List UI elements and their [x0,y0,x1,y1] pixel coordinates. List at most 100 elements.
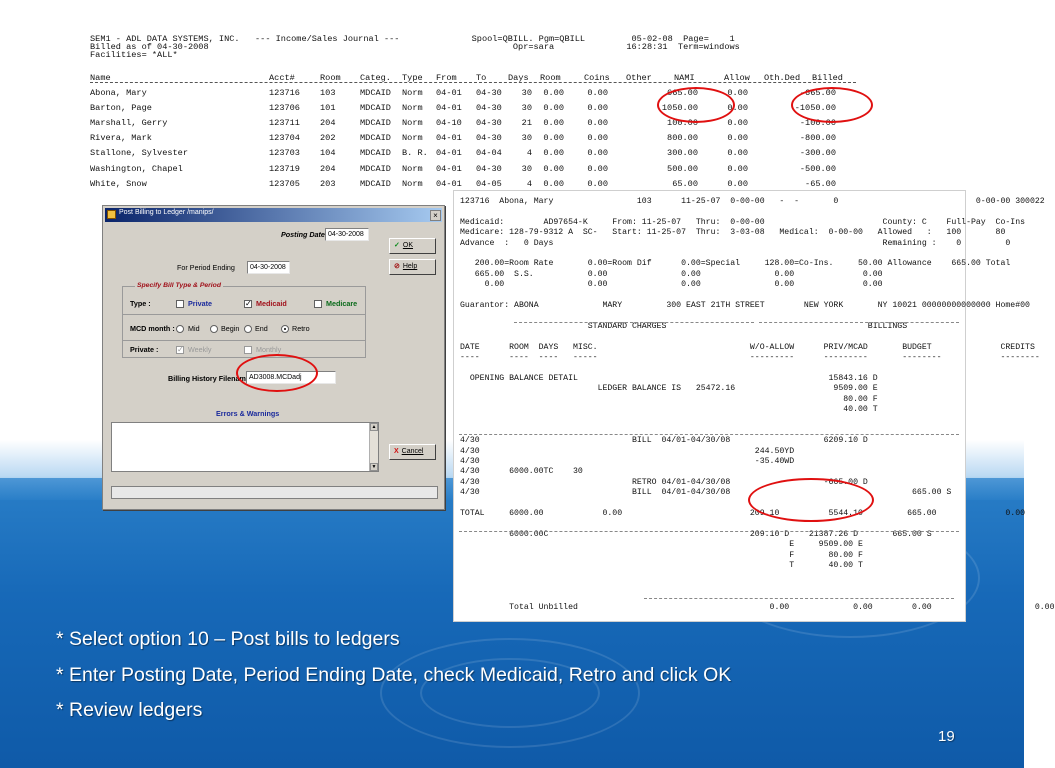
journal-cell: 123706 [269,103,300,114]
app-icon [107,210,116,219]
bill-type-group [122,286,366,358]
journal-cell: 04-04 [476,148,502,159]
journal-cell: 0.00 [587,118,608,129]
journal-cell: 04-30 [476,163,502,174]
journal-cell: 04-30 [476,133,502,144]
dialog-titlebar[interactable]: Post Billing to Ledger /manips/ [105,208,442,222]
annotation-oval-retro-ledger [748,478,874,522]
private-label: Private [188,299,212,308]
ledger-line: Advance : 0 Days Remaining : 0 0 [460,238,1011,248]
posting-date-input[interactable]: 04-30-2008 [325,228,369,241]
ledger-line: Guarantor: ABONA MARY 300 EAST 21TH STRE… [460,301,1030,310]
journal-cell: 104 [320,148,336,159]
journal-cell: 21 [521,118,532,129]
journal-cell: 04-01 [436,163,462,174]
scroll-up-arrow[interactable]: ▲ [370,423,378,431]
ledger-divider [459,434,959,435]
journal-cell: 4 [526,178,532,189]
journal-cell: 0.00 [727,103,748,114]
journal-cell: -800.00 [799,133,836,144]
journal-cell: Norm [402,88,423,98]
journal-divider [90,82,856,83]
journal-column-header: Oth.Ded [764,73,801,83]
journal-cell: Norm [402,178,423,189]
journal-cell: 0.00 [727,88,748,98]
journal-column-header: NAMI [674,73,695,83]
journal-column-header: Type [402,73,423,83]
journal-cell: MDCAID [360,88,391,98]
errors-scrollbar[interactable]: ▲ ▼ [369,423,378,471]
journal-cell: -300.00 [799,148,836,159]
begin-radio[interactable] [210,325,218,333]
journal-cell: 04-01 [436,103,462,114]
weekly-checkbox[interactable]: ✓ [176,345,184,354]
retro-radio[interactable] [281,325,289,333]
journal-cell: 04-30 [476,103,502,114]
monthly-checkbox[interactable] [244,346,252,354]
journal-cell: 04-30 [476,118,502,129]
bill-type-group-label: Specify Bill Type & Period [135,282,223,289]
errors-warnings-box[interactable]: ▲ ▼ [111,422,379,472]
instruction-bullet: * Review ledgers [56,699,203,721]
journal-cell: Washington, Chapel [90,163,183,174]
journal-cell: 65.00 [672,178,698,189]
ledger-line: 80.00 F [460,394,878,404]
ledger-divider [644,598,954,599]
period-ending-input[interactable]: 04-30-2008 [247,261,290,274]
journal-cell: 04-05 [476,178,502,189]
journal-header-line: Facilities= *ALL* [90,50,178,60]
journal-cell: 123719 [269,163,300,174]
medicare-checkbox[interactable] [314,300,322,308]
journal-cell: 300.00 [667,148,698,159]
journal-cell: Stallone, Sylvester [90,148,188,159]
cancel-label: Cancel [401,448,424,455]
journal-cell: 101 [320,103,336,114]
journal-header-line: SEM1 - ADL DATA SYSTEMS, INC. --- Income… [90,34,735,44]
journal-cell: 0.00 [587,148,608,159]
private-checkbox[interactable] [176,300,184,308]
journal-cell: Norm [402,163,423,174]
journal-column-header: Acct# [269,73,295,83]
journal-cell: Abona, Mary [90,88,147,98]
close-button[interactable]: × [430,210,441,221]
journal-column-header: Allow [724,73,750,83]
medicaid-label: Medicaid [256,299,287,308]
dialog-title: Post Billing to Ledger /manips/ [119,209,214,216]
ledger-line: T 40.00 T [460,561,863,570]
mid-label: Mid [188,324,200,333]
help-button[interactable]: ⊘Help [389,259,436,275]
ledger-line: Total Unbilled 0.00 0.00 0.00 0.00 [460,602,1055,612]
ledger-line: TOTAL 6000.00 0.00 209.10 5544.10 665.00… [460,509,1026,518]
monthly-label: Monthly [256,345,282,354]
ok-button[interactable]: ✓OK [389,238,436,254]
scroll-down-arrow[interactable]: ▼ [370,463,378,471]
billing-history-label: Billing History Filename [168,374,250,383]
ledger-line: Medicare: 128-79-9312 A SC- Start: 11-25… [460,228,1006,238]
journal-cell: 100.00 [667,118,698,129]
end-radio[interactable] [244,325,252,333]
help-label: Help [402,263,418,270]
journal-cell: 202 [320,133,336,144]
journal-cell: 0.00 [727,163,748,174]
journal-cell: 0.00 [543,103,564,114]
journal-column-header: Billed [812,73,843,83]
ledger-divider [514,322,754,323]
medicaid-checkbox[interactable]: ✓ [244,299,252,308]
journal-cell: 0.00 [543,133,564,144]
journal-cell: 204 [320,163,336,174]
journal-cell: 0.00 [587,163,608,174]
journal-cell: -500.00 [799,163,836,174]
journal-column-header: To [476,73,487,83]
mid-radio[interactable] [176,325,184,333]
journal-cell: 4 [526,148,532,159]
journal-cell: White, Snow [90,178,147,189]
journal-cell: 0.00 [587,178,608,189]
journal-cell: 203 [320,178,336,189]
journal-cell: -100.00 [799,118,836,129]
journal-cell: 0.00 [543,178,564,189]
ledger-line: E 9509.00 E [460,540,863,550]
journal-column-header: Other [626,73,652,83]
journal-cell: MDCAID [360,163,391,174]
ok-label: OK [402,242,413,249]
